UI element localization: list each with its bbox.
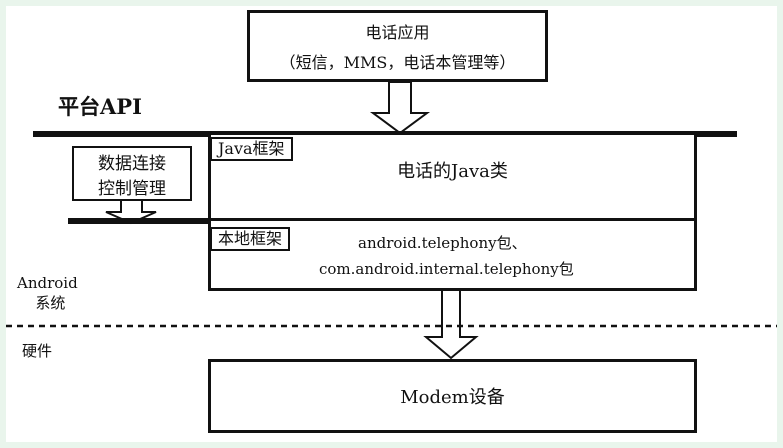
- data-connection-control-box: 数据连接 控制管理: [72, 146, 192, 201]
- platform-api-label: 平台API: [58, 94, 142, 119]
- arrow-native-to-modem: [423, 288, 479, 360]
- native-framework-line2: com.android.internal.telephony包: [319, 260, 574, 278]
- telephony-app-subtitle: （短信，MMS，电话本管理等）: [279, 53, 516, 72]
- system-label: 系统: [35, 294, 66, 312]
- data-connection-line2: 控制管理: [98, 178, 166, 199]
- arrow-app-to-api: [369, 81, 431, 135]
- telephony-app-title: 电话应用: [365, 23, 430, 42]
- diagram-canvas: 电话应用 （短信，MMS，电话本管理等） 平台API Java框架 电话的Jav…: [6, 6, 777, 442]
- modem-device-box: Modem设备: [208, 359, 697, 433]
- native-framework-box: [208, 221, 697, 291]
- java-framework-content: 电话的Java类: [397, 161, 508, 182]
- native-framework-line1: android.telephony包、: [358, 234, 527, 252]
- android-label: Android: [17, 274, 78, 292]
- hardware-label: 硬件: [22, 342, 53, 360]
- data-connection-line1: 数据连接: [98, 153, 166, 174]
- native-framework-tab: 本地框架: [210, 227, 291, 251]
- telephony-app-box: 电话应用 （短信，MMS，电话本管理等）: [247, 10, 548, 82]
- java-framework-tab: Java框架: [210, 137, 293, 161]
- android-system-label: Android 系统: [17, 274, 78, 312]
- arrow-data-connection-down: [105, 199, 157, 225]
- platform-api-line: [33, 131, 737, 137]
- arrows-layer: [6, 81, 777, 360]
- modem-device-label: Modem设备: [400, 387, 505, 408]
